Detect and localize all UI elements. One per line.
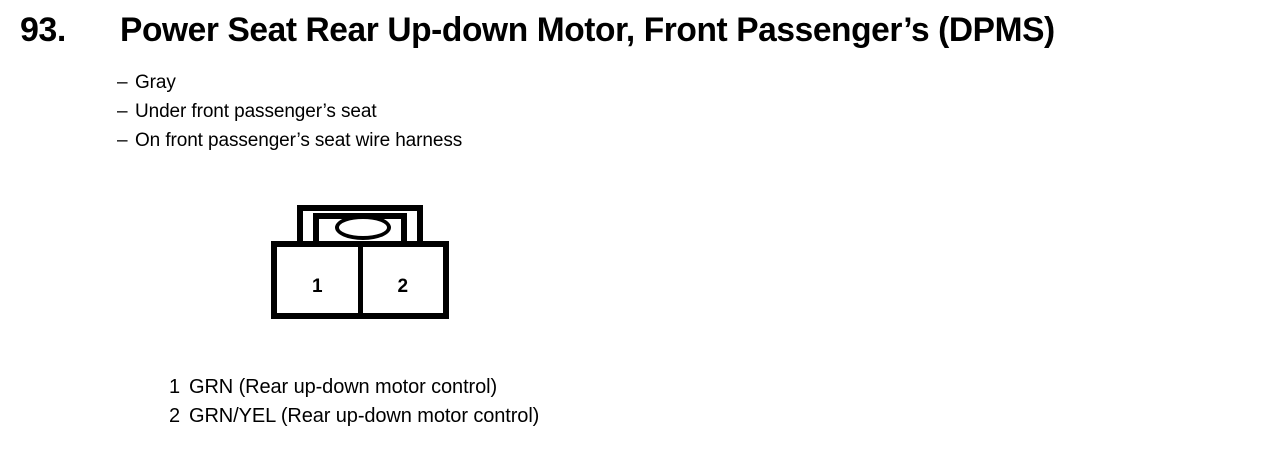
connector-latch-oval-icon: [335, 215, 391, 240]
legend-pin-number: 2: [169, 405, 181, 427]
cavity-number: 2: [397, 275, 409, 297]
entry-header: 93. Power Seat Rear Up-down Motor, Front…: [20, 13, 1069, 47]
page-title: Power Seat Rear Up-down Motor, Front Pas…: [120, 11, 1055, 49]
connector-cavity-1: 1: [277, 247, 358, 313]
connector-latch-outer-icon: [297, 205, 423, 247]
dash-bullet-icon: –: [117, 72, 128, 93]
entry-number: 93.: [20, 11, 66, 49]
legend-row: 1 GRN (Rear up-down motor control): [169, 373, 539, 402]
connector-diagram: 1 2: [265, 198, 465, 328]
list-item: – Under front passenger’s seat: [117, 97, 462, 126]
dash-bullet-icon: –: [117, 130, 128, 151]
list-item: – Gray: [117, 68, 462, 97]
attribute-color: Gray: [135, 72, 176, 93]
pin-legend: 1 GRN (Rear up-down motor control) 2 GRN…: [169, 373, 539, 431]
connector-body: 1 2: [271, 241, 449, 319]
legend-pin-description: GRN (Rear up-down motor control): [189, 376, 498, 398]
list-item: – On front passenger’s seat wire harness: [117, 126, 462, 155]
dash-bullet-icon: –: [117, 101, 128, 122]
attribute-list: – Gray – Under front passenger’s seat – …: [117, 68, 462, 155]
legend-pin-description: GRN/YEL (Rear up-down motor control): [189, 405, 540, 427]
connector-cavity-2: 2: [357, 247, 444, 313]
attribute-location: Under front passenger’s seat: [135, 101, 377, 122]
legend-pin-number: 1: [169, 376, 181, 398]
cavity-number: 1: [311, 275, 323, 297]
legend-row: 2 GRN/YEL (Rear up-down motor control): [169, 402, 539, 431]
attribute-harness: On front passenger’s seat wire harness: [135, 130, 463, 151]
